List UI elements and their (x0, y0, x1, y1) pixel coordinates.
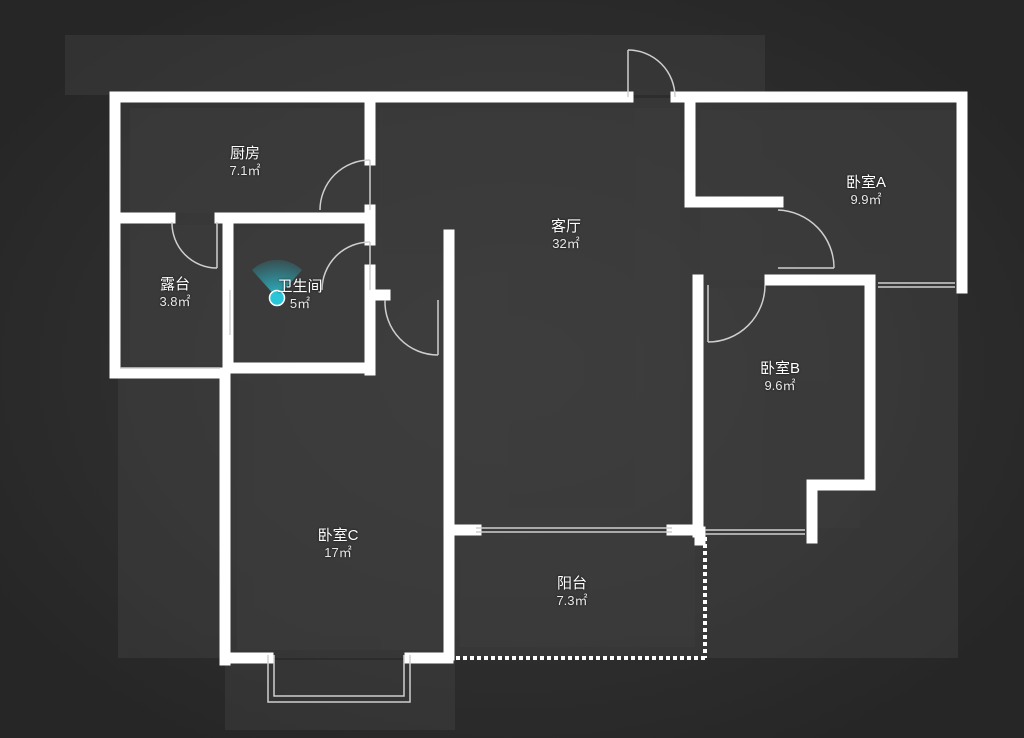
room-area: 9.6㎡ (764, 378, 796, 393)
room-label-bedroom-b: 卧室B 9.6㎡ (740, 360, 820, 394)
viewpoint-marker-icon[interactable] (252, 259, 302, 307)
room-area: 32㎡ (552, 236, 580, 251)
room-area: 3.8㎡ (159, 294, 191, 309)
room-name: 阳台 (556, 575, 587, 592)
room-label-balcony: 阳台 7.3㎡ (532, 575, 612, 609)
room-floors (130, 108, 955, 650)
walls (109, 91, 968, 666)
balcony-railing (449, 537, 708, 660)
room-label-living: 客厅 32㎡ (526, 218, 606, 252)
room-area: 17㎡ (324, 545, 352, 560)
room-label-kitchen: 厨房 7.1㎡ (205, 145, 285, 179)
room-area: 7.1㎡ (229, 163, 261, 178)
room-label-terrace: 露台 3.8㎡ (135, 276, 215, 310)
room-name: 卫生间 (277, 278, 323, 295)
room-area: 9.9㎡ (850, 192, 882, 207)
room-name: 卧室C (317, 527, 359, 544)
room-area: 5㎡ (289, 296, 311, 311)
windows (120, 282, 955, 703)
room-label-bathroom: 卫生间 5㎡ (260, 278, 340, 312)
room-name: 厨房 (229, 145, 260, 162)
room-name: 卧室B (759, 360, 800, 377)
room-label-bedroom-c: 卧室C 17㎡ (298, 527, 378, 561)
room-label-bedroom-a: 卧室A 9.9㎡ (826, 174, 906, 208)
room-name: 客厅 (550, 218, 581, 235)
room-area: 7.3㎡ (556, 593, 588, 608)
doors (171, 49, 835, 356)
room-name: 露台 (159, 276, 190, 293)
room-name: 卧室A (845, 174, 886, 191)
